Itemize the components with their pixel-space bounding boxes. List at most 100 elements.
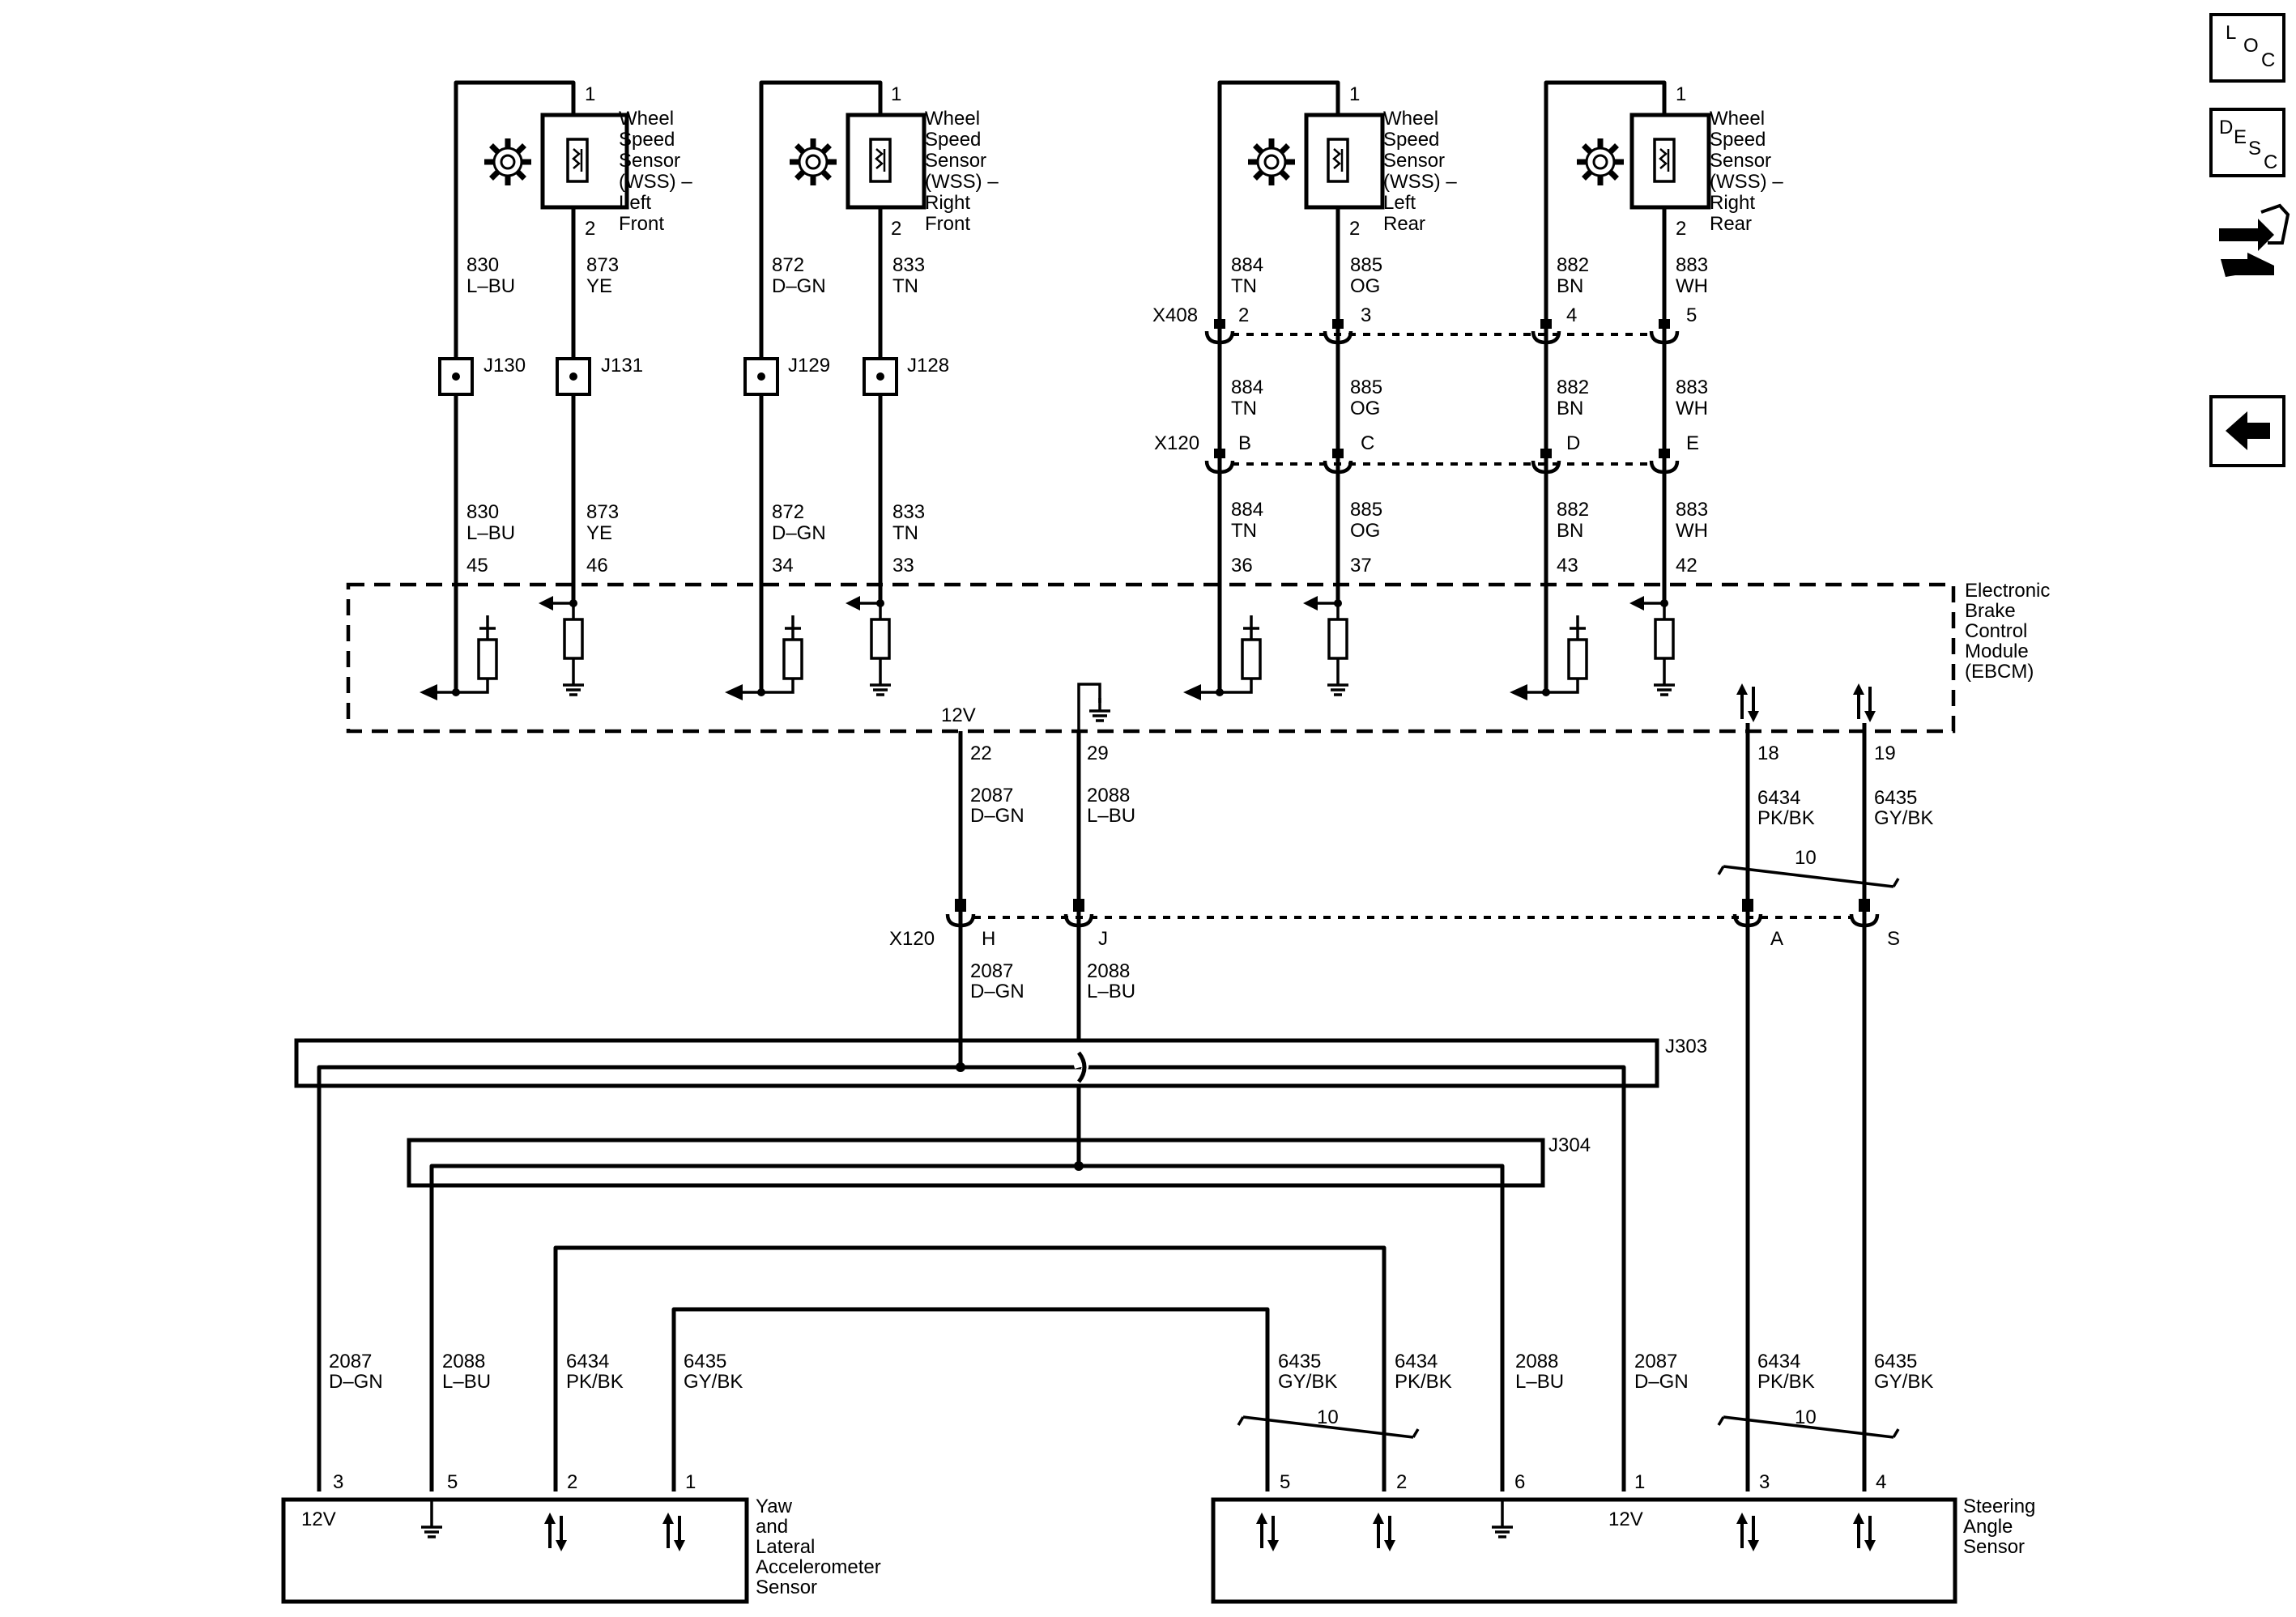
svg-text:Brake: Brake (1965, 600, 2016, 622)
svg-text:5: 5 (1686, 304, 1697, 326)
svg-text:6434: 6434 (566, 1351, 609, 1372)
svg-text:Front: Front (619, 213, 664, 235)
desc-icon[interactable]: D E S C (2209, 108, 2285, 177)
svg-text:Yaw: Yaw (756, 1496, 793, 1517)
bidirectional-arrow-icon (1735, 682, 1761, 724)
svg-text:1: 1 (585, 83, 595, 105)
svg-text:873: 873 (586, 254, 619, 276)
yaw-pin-labels: 3 5 2 1 12V (301, 1471, 696, 1530)
svg-text:2087: 2087 (329, 1351, 372, 1372)
svg-text:10: 10 (1795, 847, 1817, 869)
svg-text:36: 36 (1231, 555, 1253, 577)
yaw-sensor (281, 1497, 749, 1604)
svg-text:885: 885 (1350, 499, 1382, 521)
svg-text:1: 1 (891, 83, 901, 105)
svg-text:J130: J130 (483, 355, 526, 377)
svg-text:6: 6 (1514, 1471, 1525, 1493)
svg-text:L: L (2226, 22, 2236, 44)
ebcm-label: Electronic Brake Control Module (EBCM) (1965, 580, 2050, 683)
svg-text:L–BU: L–BU (466, 522, 515, 544)
gear-icon (1248, 138, 1295, 185)
svg-text:833: 833 (892, 254, 925, 276)
wss-right-rear (1577, 113, 1711, 210)
svg-text:29: 29 (1087, 743, 1109, 764)
svg-text:and: and (756, 1516, 788, 1538)
svg-text:WH: WH (1676, 398, 1708, 419)
svg-text:A: A (1770, 928, 1783, 950)
svg-text:E: E (2234, 126, 2247, 148)
svg-text:2: 2 (1396, 1471, 1407, 1493)
svg-text:Wheel: Wheel (925, 108, 980, 130)
svg-text:1: 1 (1676, 83, 1686, 105)
svg-text:H: H (982, 928, 995, 950)
wss-right-front (790, 113, 926, 210)
svg-text:2: 2 (585, 218, 595, 240)
svg-text:37: 37 (1350, 555, 1372, 577)
svg-text:Sensor: Sensor (619, 150, 680, 172)
svg-text:(WSS) –: (WSS) – (1710, 171, 1783, 193)
wss-left-front (484, 113, 629, 210)
svg-text:Rear: Rear (1383, 213, 1425, 235)
svg-text:6435: 6435 (1874, 787, 1917, 809)
back-arrow-icon[interactable] (2209, 395, 2285, 467)
svg-text:830: 830 (466, 501, 499, 523)
svg-text:2087: 2087 (970, 960, 1013, 982)
svg-text:6435: 6435 (1874, 1351, 1917, 1372)
svg-text:PK/BK: PK/BK (566, 1371, 624, 1393)
svg-text:46: 46 (586, 555, 608, 577)
repair-icon[interactable] (2219, 203, 2290, 277)
svg-text:12V: 12V (301, 1508, 336, 1530)
svg-text:C: C (2261, 49, 2275, 71)
svg-text:Steering: Steering (1963, 1496, 2035, 1517)
svg-text:830: 830 (466, 254, 499, 276)
svg-text:GY/BK: GY/BK (1278, 1371, 1337, 1393)
svg-text:B: B (1238, 432, 1251, 454)
x120-connector-top (1207, 449, 1677, 472)
svg-text:J128: J128 (907, 355, 949, 377)
svg-text:2087: 2087 (970, 785, 1013, 806)
x120-top-labels: X120 B C D E (1154, 432, 1699, 454)
svg-text:1: 1 (1349, 83, 1360, 105)
svg-text:2: 2 (1238, 304, 1249, 326)
bidirectional-arrow-icon (1851, 682, 1877, 724)
svg-text:2: 2 (1349, 218, 1360, 240)
svg-text:O: O (2243, 35, 2259, 57)
svg-text:X120: X120 (1154, 432, 1199, 454)
svg-text:X120: X120 (889, 928, 935, 950)
svg-text:Sensor: Sensor (1383, 150, 1445, 172)
x120-mid-labels: X120 H J A S (889, 928, 1900, 950)
svg-text:J304: J304 (1548, 1134, 1591, 1156)
sas-pin-labels: 5 2 6 1 3 4 12V (1280, 1471, 1886, 1530)
yaw-label: Yaw and Lateral Accelerometer Sensor (756, 1496, 881, 1598)
svg-text:D–GN: D–GN (329, 1371, 383, 1393)
svg-text:Module: Module (1965, 640, 2029, 662)
svg-text:882: 882 (1557, 377, 1589, 398)
svg-text:C: C (1361, 432, 1374, 454)
svg-text:1: 1 (1634, 1471, 1645, 1493)
splice-labels: J130 J131 J129 J128 J303 J304 (483, 355, 1707, 1156)
svg-text:OG: OG (1350, 398, 1380, 419)
svg-text:5: 5 (1280, 1471, 1290, 1493)
svg-text:883: 883 (1676, 377, 1708, 398)
svg-text:C: C (2264, 151, 2277, 173)
svg-text:885: 885 (1350, 377, 1382, 398)
wss-rr-label: Wheel Speed Sensor (WSS) – Right Rear (1710, 108, 1783, 235)
svg-text:(WSS) –: (WSS) – (925, 171, 999, 193)
svg-text:PK/BK: PK/BK (1757, 1371, 1815, 1393)
loc-icon[interactable]: L O C (2209, 13, 2285, 83)
svg-text:872: 872 (772, 254, 804, 276)
svg-text:884: 884 (1231, 254, 1263, 276)
svg-text:Right: Right (925, 192, 970, 214)
svg-text:882: 882 (1557, 254, 1589, 276)
svg-text:D: D (1566, 432, 1580, 454)
svg-text:(EBCM): (EBCM) (1965, 661, 2034, 683)
svg-text:3: 3 (333, 1471, 343, 1493)
svg-text:TN: TN (1231, 398, 1257, 419)
svg-text:(WSS) –: (WSS) – (619, 171, 692, 193)
svg-text:TN: TN (1231, 275, 1257, 297)
svg-text:Wheel: Wheel (1383, 108, 1438, 130)
